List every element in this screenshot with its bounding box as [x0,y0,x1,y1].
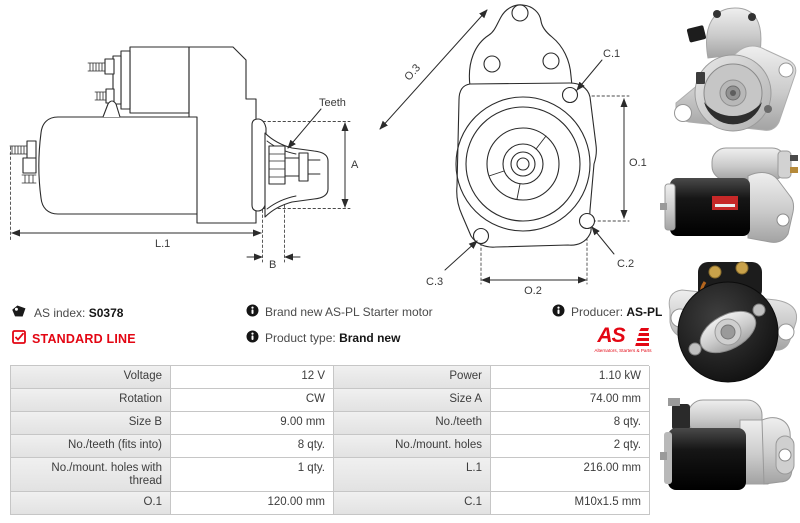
spec-label: No./teeth (fits into) [11,435,171,458]
product-photo-side-2 [660,398,795,490]
product-photo-front [674,7,797,132]
product-photo-side [660,147,798,243]
dim-label-o2: O.2 [524,285,542,297]
spec-value: 1.10 kW [491,366,650,389]
info-icon [246,330,259,346]
spec-label: C.1 [334,492,491,515]
description-text: Brand new AS-PL Starter motor [265,305,433,319]
producer-row: Producer: AS-PL [552,304,662,320]
logo-tagline: Alternators, Starters & Parts [594,348,652,353]
spec-label: O.1 [11,492,171,515]
spec-table: Voltage 12 V Power 1.10 kW Rotation CW S… [10,365,650,515]
spec-label: No./mount. holes [334,435,491,458]
dim-label-o3: O.3 [402,62,423,83]
dim-label-a: A [351,159,359,171]
dim-label-c1: C.1 [603,48,620,60]
producer-value: AS-PL [626,305,663,319]
technical-drawings: Teeth A L.1 B [9,4,647,297]
product-photos [660,7,798,490]
spec-label: No./mount. holes with thread [11,458,171,492]
product-type-value: Brand new [339,331,401,345]
side-view-diagram [9,46,351,263]
product-type-row: Product type: Brand new [246,330,400,346]
standard-line-row: STANDARD LINE [12,330,136,347]
product-type-label: Product type: [265,331,336,345]
checkbox-checked-icon [12,330,26,347]
tag-icon [12,304,28,321]
logo-text: AS [597,324,625,347]
logo-stripes-icon [634,328,649,346]
product-photo-rear [668,261,798,383]
spec-value: 74.00 mm [491,389,650,412]
spec-label: Power [334,366,491,389]
as-pl-logo: AS Alternators, Starters & Parts [590,324,656,353]
spec-value: 9.00 mm [171,412,334,435]
spec-value: 2 qty. [491,435,650,458]
spec-label: Size B [11,412,171,435]
as-index-value: S0378 [88,305,124,320]
spec-value: 8 qty. [491,412,650,435]
dim-label-o1: O.1 [629,157,647,169]
spec-value: 216.00 mm [491,458,650,492]
spec-value: 120.00 mm [171,492,334,515]
spec-value: 8 qty. [171,435,334,458]
dim-label-l1: L.1 [155,238,170,250]
description-row: Brand new AS-PL Starter motor [246,304,433,320]
spec-value: M10x1.5 mm [491,492,650,515]
spec-label: Size A [334,389,491,412]
dim-label-c3: C.3 [426,276,443,288]
info-icon [552,304,565,320]
spec-value: 1 qty. [171,458,334,492]
producer-label: Producer: [571,305,624,319]
dim-label-c2: C.2 [617,258,634,270]
spec-label: L.1 [334,458,491,492]
spec-value: 12 V [171,366,334,389]
as-index-label: AS index: [34,305,86,320]
front-view-dimensions [379,9,628,284]
dim-label-teeth: Teeth [319,97,346,109]
front-view-diagram [455,4,630,285]
spec-label: No./teeth [334,412,491,435]
spec-label: Voltage [11,366,171,389]
dim-label-b: B [269,259,276,271]
standard-line-label: STANDARD LINE [32,331,136,346]
info-icon [246,304,259,320]
spec-value: CW [171,389,334,412]
as-index-row: AS index: S0378 [12,304,123,321]
spec-label: Rotation [11,389,171,412]
side-view-dimensions [11,108,349,261]
